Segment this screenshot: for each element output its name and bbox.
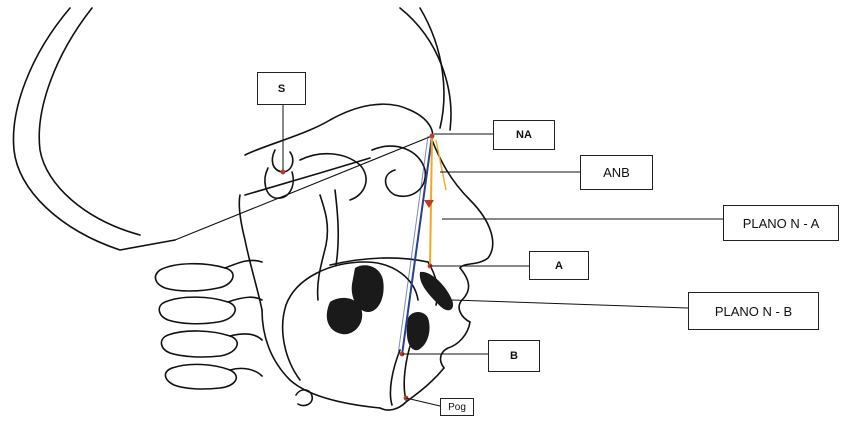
- head-outline-outer: [13, 8, 175, 250]
- mandible-chin: [380, 368, 444, 410]
- label-b: B: [488, 340, 540, 372]
- vertebra-2: [159, 297, 235, 324]
- upper-lip: [459, 268, 470, 322]
- head-outline-inner-2: [420, 8, 444, 128]
- hyoid: [296, 390, 312, 406]
- lower-incisor: [407, 312, 430, 350]
- label-anb: ANB: [580, 155, 653, 190]
- head-outline-inner: [39, 8, 140, 235]
- teeth-group: [327, 265, 453, 350]
- anb-marker: [424, 200, 434, 208]
- vertebra-1: [155, 264, 233, 291]
- mandible-body: [262, 310, 380, 408]
- label-na: NA: [493, 120, 555, 150]
- leader-plano-nb: [452, 300, 688, 308]
- symphysis: [390, 350, 400, 405]
- s-n-line: [175, 136, 432, 240]
- nasal-profile: [432, 140, 493, 268]
- leader-pog: [406, 398, 440, 406]
- vertebra-3: [161, 331, 237, 357]
- cranial-base: [245, 158, 370, 195]
- label-plano-na: PLANO N - A: [723, 205, 839, 241]
- label-a: A: [529, 251, 589, 280]
- point-na: [430, 134, 435, 139]
- label-s: S: [257, 72, 306, 105]
- point-s: [281, 170, 286, 175]
- lower-lip: [441, 322, 470, 368]
- orbit: [372, 146, 425, 196]
- pterygoid: [318, 195, 328, 300]
- sphenoid: [300, 154, 366, 200]
- lower-molar: [327, 298, 362, 334]
- symphysis-inner: [404, 340, 412, 400]
- pterygoid-2: [335, 190, 338, 265]
- label-plano-nb: PLANO N - B: [688, 292, 819, 330]
- vertebra-4: [165, 364, 236, 389]
- label-pog: Pog: [440, 398, 474, 416]
